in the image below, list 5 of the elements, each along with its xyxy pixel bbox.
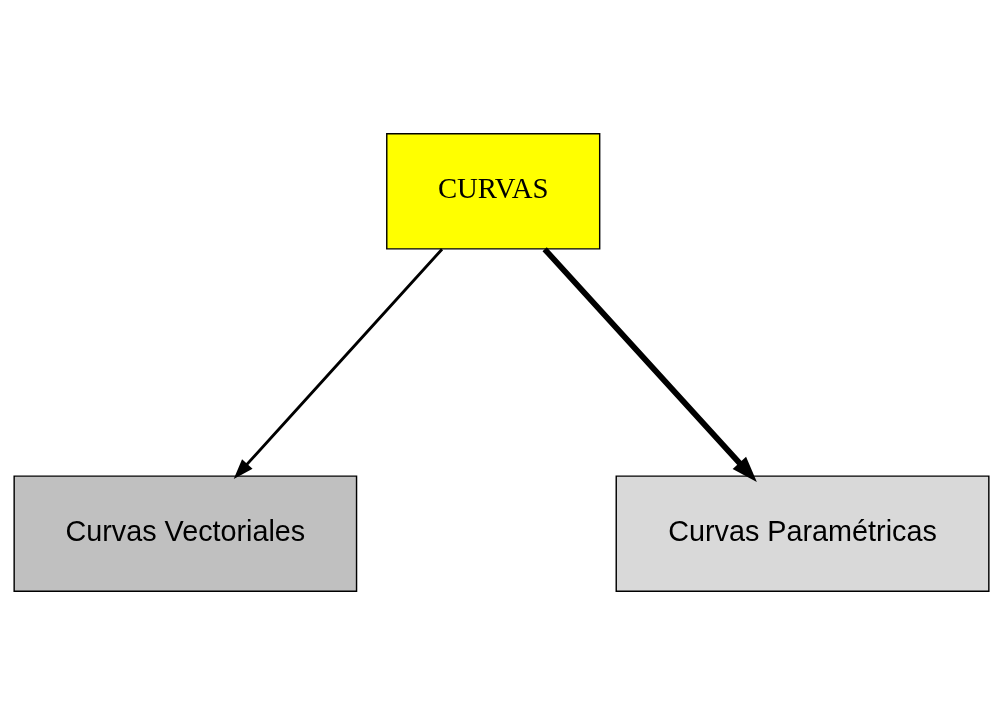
node-box: Curvas Paramétricas <box>615 474 990 592</box>
arrow <box>233 247 444 479</box>
node-box: CURVAS <box>386 132 601 250</box>
arrow <box>542 246 757 482</box>
node-box: Curvas Vectoriales <box>13 474 358 592</box>
